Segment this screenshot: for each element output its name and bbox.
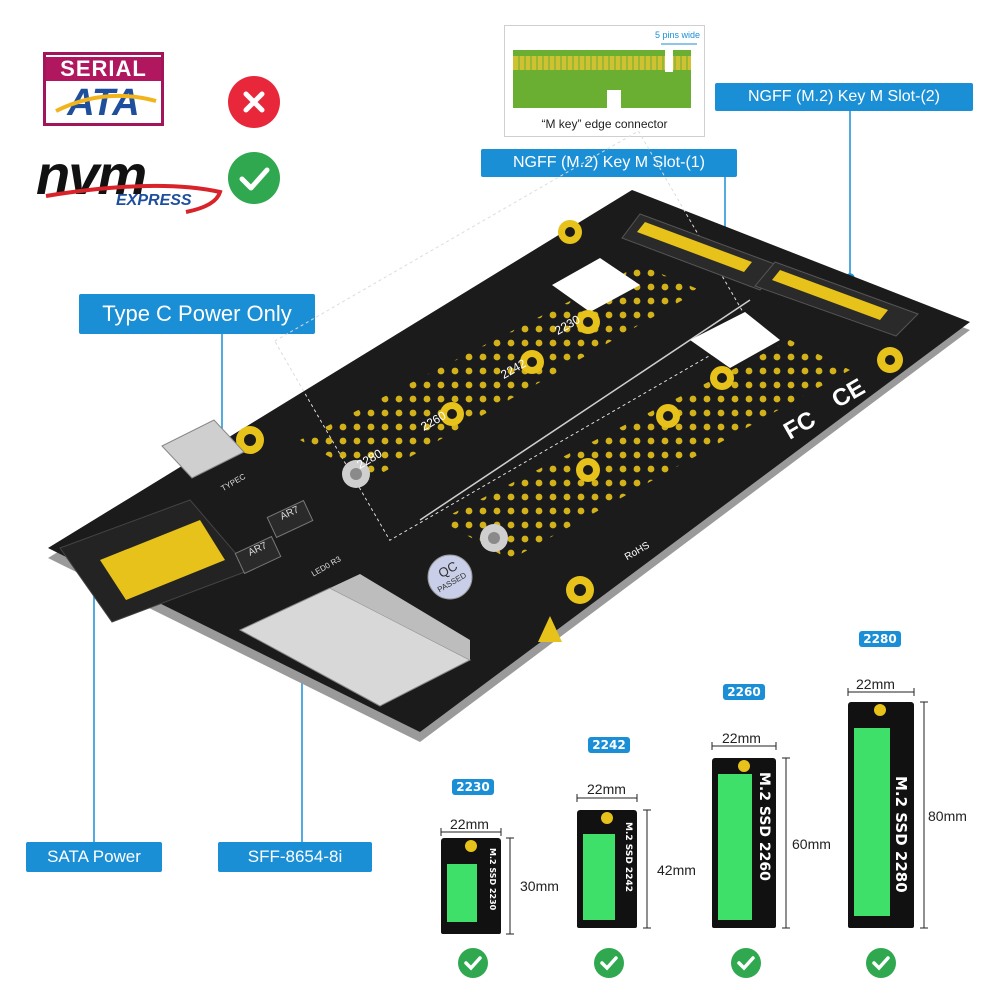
ssd-2230-check-icon [458,948,488,978]
sata-logo-top: SERIAL [46,57,161,81]
ssd-2242-length: 42mm [657,862,696,878]
ssd-2242: M.2 SSD 2242 [577,810,637,928]
ssd-2230: M.2 SSD 2230 [441,838,501,934]
typec-callout: Type C Power Only [79,294,315,334]
edge-connector-caption: “M key” edge connector [541,117,668,131]
ssd-2260-width: 22mm [722,730,761,746]
sata-logo: SERIAL ATA [43,52,164,126]
ssd-2260-label: M.2 SSD 2260 [756,772,772,881]
ssd-2242-width: 22mm [587,781,626,797]
ssd-2260-tag: 2260 [723,684,765,700]
ssd-2230-tag: 2230 [452,779,494,795]
sff-callout: SFF-8654-8i [218,842,372,872]
sata-power-callout: SATA Power [26,842,162,872]
ssd-2260-check-icon [731,948,761,978]
ssd-2280-length: 80mm [928,808,967,824]
pins-wide-label: 5 pins wide [654,30,700,40]
slot2-callout: NGFF (M.2) Key M Slot-(2) [715,83,973,111]
ssd-2260-length: 60mm [792,836,831,852]
ssd-2242-check-icon [594,948,624,978]
cross-icon [228,76,280,128]
sata-swoosh-icon [55,93,157,113]
edge-connector-inset: 5 pins wide “M key” edge connector [504,25,705,137]
ssd-2280-width: 22mm [856,676,895,692]
ssd-2280-label: M.2 SSD 2280 [892,776,910,893]
ssd-2260: M.2 SSD 2260 [712,758,776,928]
check-icon [228,152,280,204]
nvm-logo-sub: EXPRESS [116,192,192,209]
ssd-2280: M.2 SSD 2280 [848,702,914,928]
ssd-2242-label: M.2 SSD 2242 [623,822,633,892]
ssd-2280-check-icon [866,948,896,978]
slot1-callout: NGFF (M.2) Key M Slot-(1) [481,149,737,177]
ssd-2242-tag: 2242 [588,737,630,753]
nvm-express-logo: nvm EXPRESS [36,143,226,218]
nvm-swoosh-icon [45,183,223,214]
ssd-2230-length: 30mm [520,878,559,894]
ssd-2230-label: M.2 SSD 2230 [488,848,497,911]
edge-connector-diagram [513,43,697,108]
ssd-2280-tag: 2280 [859,631,901,647]
ssd-2230-width: 22mm [450,816,489,832]
